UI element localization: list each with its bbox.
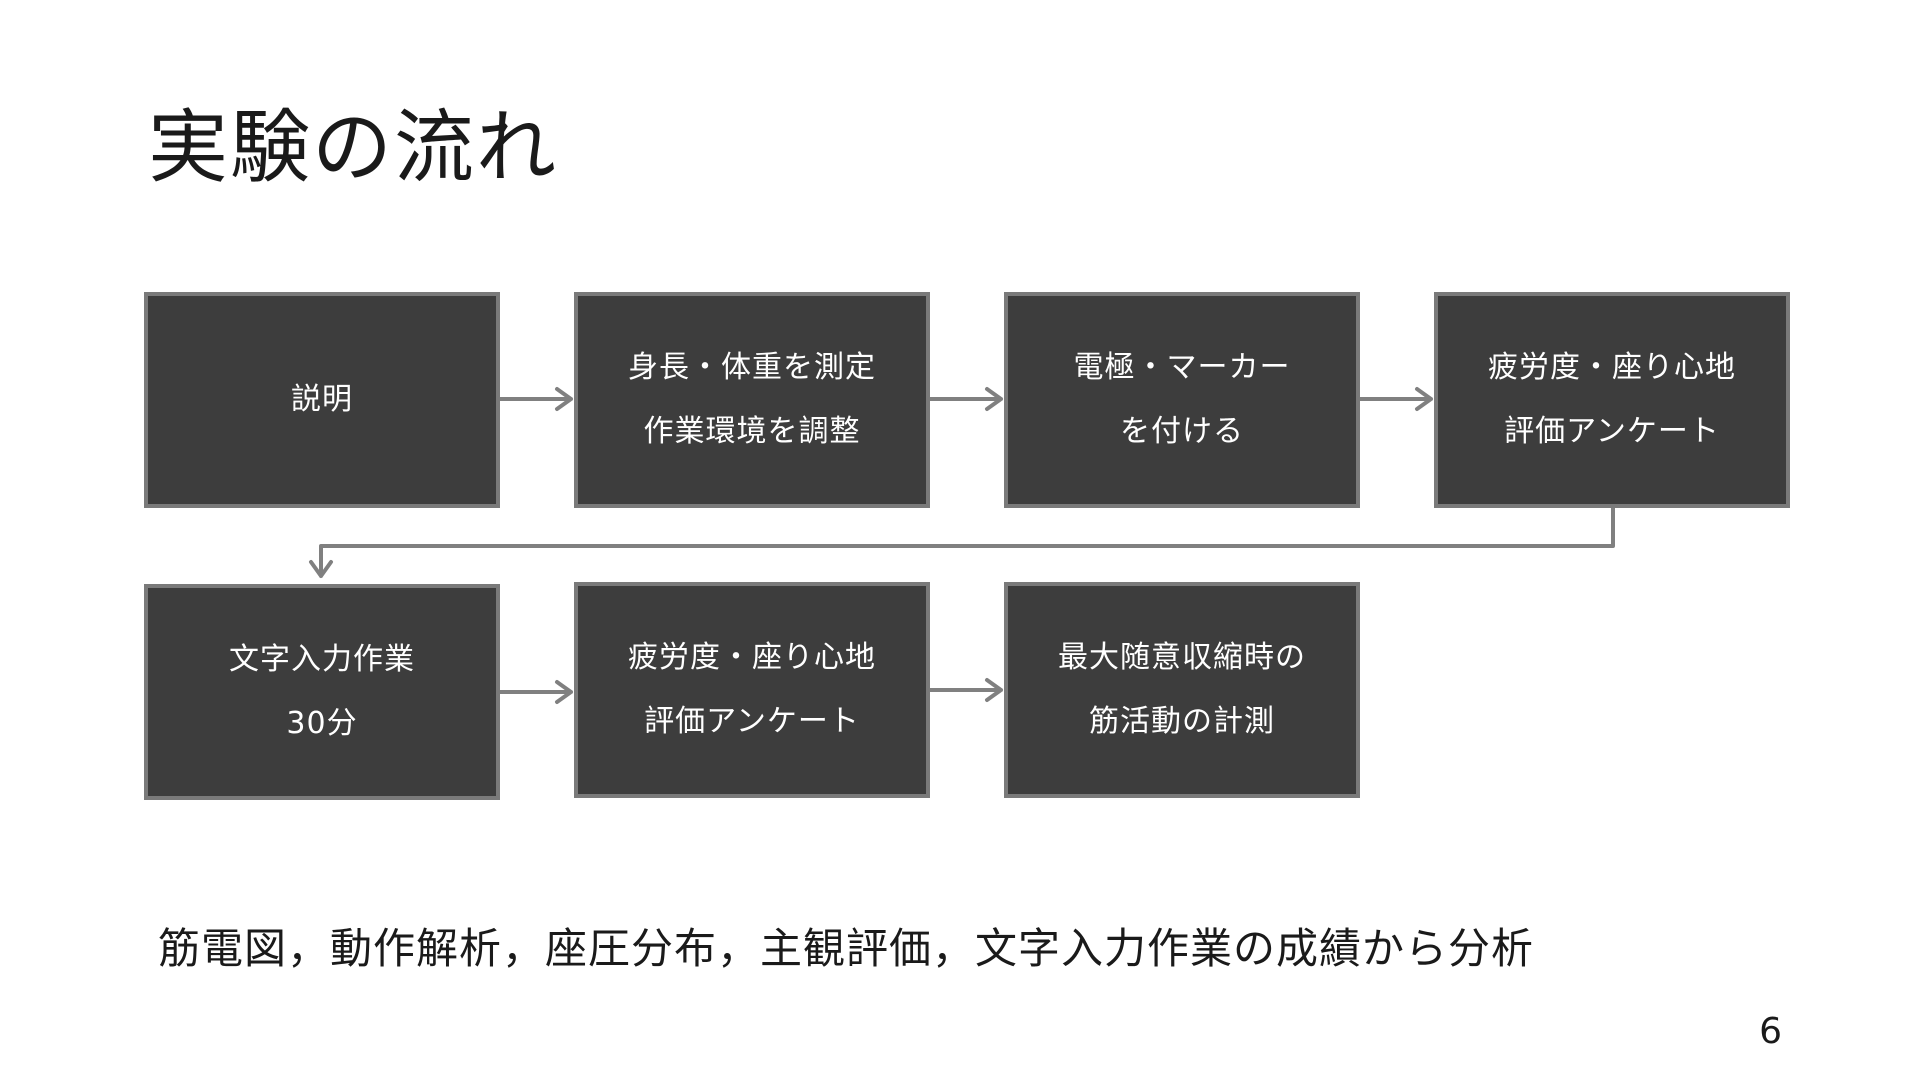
step-box-questionnaire-after: 疲労度・座り心地 評価アンケート bbox=[574, 582, 930, 798]
step-box-measure-height-weight: 身長・体重を測定 作業環境を調整 bbox=[574, 292, 930, 508]
step-line: を付ける bbox=[1120, 414, 1244, 449]
step-line: 文字入力作業 bbox=[229, 642, 415, 677]
step-box-attach-electrodes: 電極・マーカー を付ける bbox=[1004, 292, 1360, 508]
step-line: 評価アンケート bbox=[1504, 414, 1720, 449]
connector-s2-s3 bbox=[927, 387, 1003, 411]
step-box-mvc-measurement: 最大随意収縮時の 筋活動の計測 bbox=[1004, 582, 1360, 798]
step-line: 最大随意収縮時の bbox=[1058, 640, 1306, 675]
step-box-questionnaire-before: 疲労度・座り心地 評価アンケート bbox=[1434, 292, 1790, 508]
step-box-typing-task: 文字入力作業 30分 bbox=[144, 584, 500, 800]
analysis-summary: 筋電図，動作解析，座圧分布，主観評価，文字入力作業の成績から分析 bbox=[158, 924, 1535, 973]
slide-title: 実験の流れ bbox=[148, 101, 558, 194]
step-line: 30分 bbox=[286, 706, 358, 741]
connector-s5-s6 bbox=[497, 680, 573, 704]
page-number: 6 bbox=[1759, 1011, 1782, 1052]
step-line: 身長・体重を測定 bbox=[628, 350, 876, 385]
step-line: 作業環境を調整 bbox=[643, 414, 861, 449]
step-line: 疲労度・座り心地 bbox=[628, 640, 876, 675]
step-line: 説明 bbox=[291, 382, 353, 417]
step-line: 電極・マーカー bbox=[1073, 350, 1291, 385]
connector-s1-s2 bbox=[497, 387, 573, 411]
step-line: 評価アンケート bbox=[644, 704, 860, 739]
connector-s6-s7 bbox=[927, 678, 1003, 702]
connector-s4-s5 bbox=[309, 502, 1615, 578]
step-line: 疲労度・座り心地 bbox=[1488, 350, 1736, 385]
step-box-explanation: 説明 bbox=[144, 292, 500, 508]
step-line: 筋活動の計測 bbox=[1089, 704, 1275, 739]
connector-s3-s4 bbox=[1357, 387, 1433, 411]
